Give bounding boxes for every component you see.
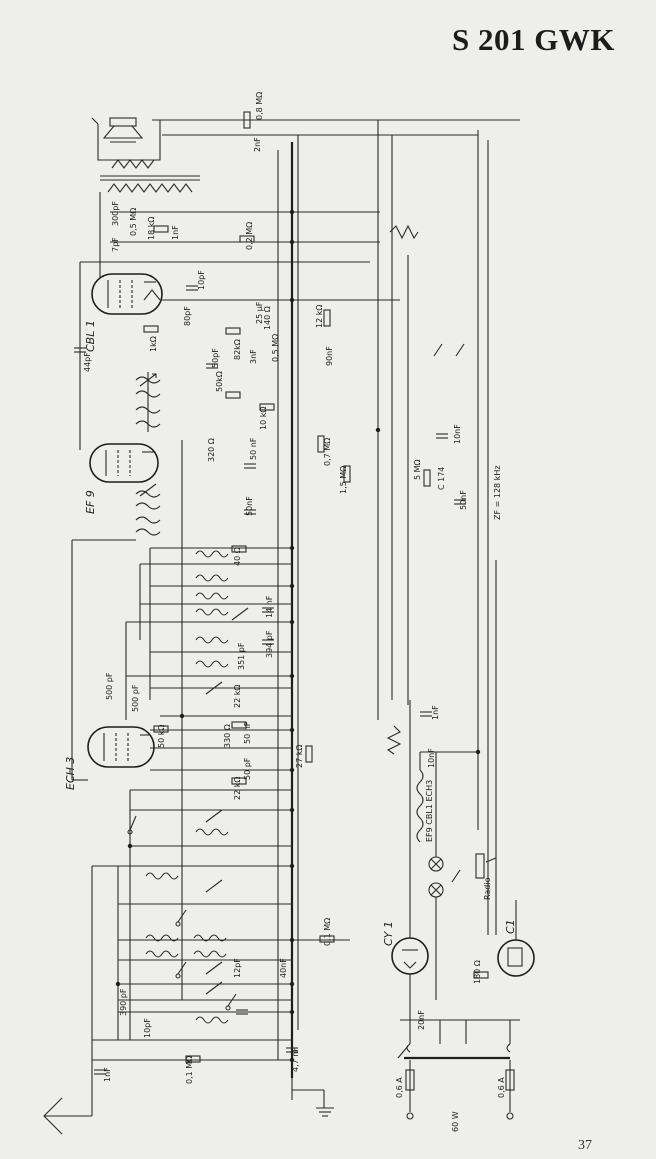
label-r-22ko: 22 kΩ bbox=[233, 685, 242, 708]
label-radio: Radio bbox=[483, 877, 492, 900]
label-c-50nf-d: 50 nF bbox=[243, 721, 252, 744]
label-r-320o: 320 Ω bbox=[207, 438, 216, 462]
label-c-50nf-c: 50nF bbox=[459, 490, 468, 510]
label-c-10nf: 10nF bbox=[453, 424, 462, 444]
label-tube-cbl1: CBL 1 bbox=[84, 320, 97, 352]
label-r-50ko-b: 50 kΩ bbox=[157, 725, 166, 748]
label-c-12pf: 12pF bbox=[233, 958, 242, 978]
label-r-02mo: 0,2 MΩ bbox=[245, 222, 254, 250]
label-c-90nf: 90nF bbox=[325, 346, 334, 366]
label-r-10ko: 10 kΩ bbox=[259, 407, 268, 430]
if-transformer-1 bbox=[135, 372, 161, 432]
heater-chain bbox=[416, 751, 478, 843]
label-c-1nf: 1nF bbox=[171, 225, 180, 240]
radio-potentiometer bbox=[475, 853, 485, 879]
label-r-27ko: 27 kΩ bbox=[295, 745, 304, 768]
label-r-5mo: 5 MΩ bbox=[413, 459, 422, 480]
capacitors bbox=[74, 285, 466, 1075]
if-transformer-2 bbox=[135, 490, 161, 536]
label-r-330o: 330 Ω bbox=[223, 724, 232, 748]
tube-ef9 bbox=[89, 443, 159, 483]
label-c-40nf: 40nF bbox=[279, 958, 288, 978]
label-r-12ko: 12 kΩ bbox=[315, 305, 324, 328]
label-c-20nf: 20nF bbox=[417, 1010, 426, 1030]
label-c-1nf-b: 1nF bbox=[431, 705, 440, 720]
coil-bank bbox=[145, 550, 229, 1024]
wave-switches bbox=[127, 343, 465, 1011]
label-r-05mo-b: 0,5 MΩ bbox=[271, 334, 280, 362]
label-c-7pf: 7pF bbox=[111, 237, 120, 252]
label-c-50pf-b: 50 pF bbox=[243, 757, 252, 780]
speaker-icon bbox=[102, 117, 144, 143]
coil-feeders bbox=[91, 440, 350, 1080]
label-r-180o: 180 Ω bbox=[473, 960, 482, 984]
label-c-50nf-b: 50nF bbox=[245, 496, 254, 516]
label-r-07mo: 0,7 MΩ bbox=[323, 438, 332, 466]
label-r-22ko-b: 22 kΩ bbox=[233, 777, 242, 800]
tuning-indicator-c1 bbox=[497, 900, 535, 977]
label-tube-ech3: ECH 3 bbox=[64, 757, 77, 790]
label-c-500pf-a: 500 pF bbox=[105, 672, 114, 700]
label-c-10pf: 10pF bbox=[197, 270, 206, 290]
label-zf: ZF = 128 kHz bbox=[493, 465, 502, 520]
label-r-15mo: 1,5 MΩ bbox=[339, 466, 348, 494]
label-c-44pf: 44pF bbox=[83, 352, 92, 372]
label-c-500pf-b: 500 pF bbox=[131, 684, 140, 712]
tube-ech3 bbox=[87, 726, 155, 768]
label-c-174: C 174 bbox=[437, 467, 446, 490]
rectifier-cy1 bbox=[391, 700, 429, 1020]
label-c-3nf: 3nF bbox=[249, 349, 258, 364]
page-number: 37 bbox=[578, 1138, 592, 1153]
label-r-40o: 40 Ω bbox=[233, 547, 242, 566]
label-c-2nf: 2nF bbox=[253, 137, 262, 152]
label-fuse-a: 0,6 A bbox=[395, 1077, 404, 1098]
label-tube-chain: EF9 CBL1 ECH3 bbox=[425, 780, 434, 842]
variable-capacitors bbox=[139, 373, 249, 995]
label-c-390pf: 390 pF bbox=[119, 988, 128, 1016]
label-c-300pf: 300pF bbox=[111, 201, 120, 226]
label-tube-ef9: EF 9 bbox=[84, 490, 97, 514]
label-power: 60 W bbox=[451, 1111, 460, 1132]
label-c-14nf: 14 nF bbox=[265, 595, 274, 618]
label-r-01mo: 0,1 MΩ bbox=[323, 918, 332, 946]
ground-icon bbox=[291, 1078, 334, 1117]
mains-section bbox=[397, 1019, 520, 1120]
label-c-47nf: 4,7 nF bbox=[291, 1047, 300, 1072]
label-r-05mo: 0,5 MΩ bbox=[129, 208, 138, 236]
dial-lamps bbox=[428, 770, 444, 1000]
label-fuse-b: 0,6 A bbox=[497, 1077, 506, 1098]
label-c-10pf-b: 10pF bbox=[143, 1018, 152, 1038]
label-r-140o: 140 Ω bbox=[263, 306, 272, 330]
resistors bbox=[143, 111, 489, 1063]
label-r-50ko: 50kΩ bbox=[215, 371, 224, 392]
label-r-82ko: 82kΩ bbox=[233, 339, 242, 360]
label-c-1nf-c: 1nF bbox=[103, 1067, 112, 1082]
label-r-01mo-b: 0,1 MΩ bbox=[185, 1056, 194, 1084]
antenna-icon bbox=[43, 1080, 93, 1135]
label-c-351pf: 351 pF bbox=[237, 642, 246, 670]
label-c-50nf-a: 50 nF bbox=[249, 437, 258, 460]
label-r-18ko: 18 kΩ bbox=[147, 217, 156, 240]
tube-cbl1 bbox=[91, 273, 163, 315]
label-tube-cy1: CY 1 bbox=[382, 921, 395, 946]
page-title: S 201 GWK bbox=[452, 22, 615, 57]
label-c-394pf: 394 pF bbox=[265, 630, 274, 658]
label-r-top: 0,8 MΩ bbox=[255, 92, 264, 120]
label-tube-c1: C1 bbox=[504, 919, 517, 934]
label-c-80pf: 80pF bbox=[183, 306, 192, 326]
label-c-50pf: 50pF bbox=[211, 348, 220, 368]
junction-dots bbox=[115, 209, 481, 1063]
label-c-25uf: 25 μF bbox=[255, 301, 264, 324]
label-c-10nf-b: 10nF bbox=[427, 748, 436, 768]
label-r-1ko: 1kΩ bbox=[149, 336, 158, 352]
